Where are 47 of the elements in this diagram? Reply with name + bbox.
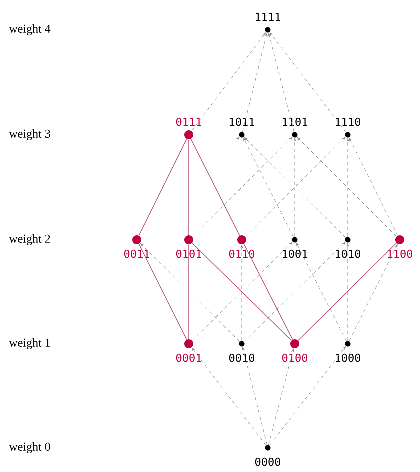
line (190, 138, 240, 236)
vertex-label: 0101 (176, 250, 202, 258)
arrow (346, 138, 350, 238)
vertex-label: 0010 (229, 354, 255, 362)
arrow (192, 137, 293, 237)
vertex-label: 0000 (255, 458, 281, 466)
row-label: weight 3 (9, 130, 50, 140)
vertex-label: 1110 (336, 118, 361, 126)
arrow (243, 138, 294, 238)
vertex-label: 1101 (283, 118, 308, 126)
arrow (294, 138, 296, 238)
arrow (242, 347, 268, 446)
vertex-label: 1100 (388, 250, 413, 258)
vertex-label: 0111 (176, 118, 202, 126)
arrow (140, 137, 240, 237)
row-label: weight 1 (9, 338, 50, 350)
arrow (192, 348, 266, 446)
line (138, 244, 188, 340)
vertex-label: 0001 (176, 354, 202, 362)
arrow (240, 245, 244, 342)
row-label: weight 0 (9, 442, 50, 454)
line (188, 244, 190, 340)
arrow (349, 244, 398, 342)
arrow (268, 348, 294, 446)
arrow (140, 244, 240, 342)
arrow (296, 243, 347, 342)
line (244, 244, 294, 340)
vertex-label: 1111 (256, 13, 280, 22)
arrow (268, 33, 294, 132)
line (188, 139, 190, 236)
vertex-label: 1001 (283, 250, 308, 258)
vertex-label: 1000 (336, 354, 361, 362)
vertex-label: 1011 (230, 118, 254, 126)
arrow (349, 138, 398, 236)
row-label: weight 4 (9, 24, 51, 36)
arrow (270, 346, 346, 446)
arrow (346, 243, 350, 342)
arrow (192, 32, 266, 132)
arrow (270, 32, 346, 133)
line (138, 138, 188, 236)
arrow (244, 242, 346, 342)
arrow (242, 33, 268, 132)
vertex-label: 0100 (282, 354, 308, 362)
arrow (297, 137, 397, 237)
line (298, 242, 397, 342)
vertex-label: 1010 (336, 250, 361, 258)
row-label: weight 2 (9, 234, 50, 246)
